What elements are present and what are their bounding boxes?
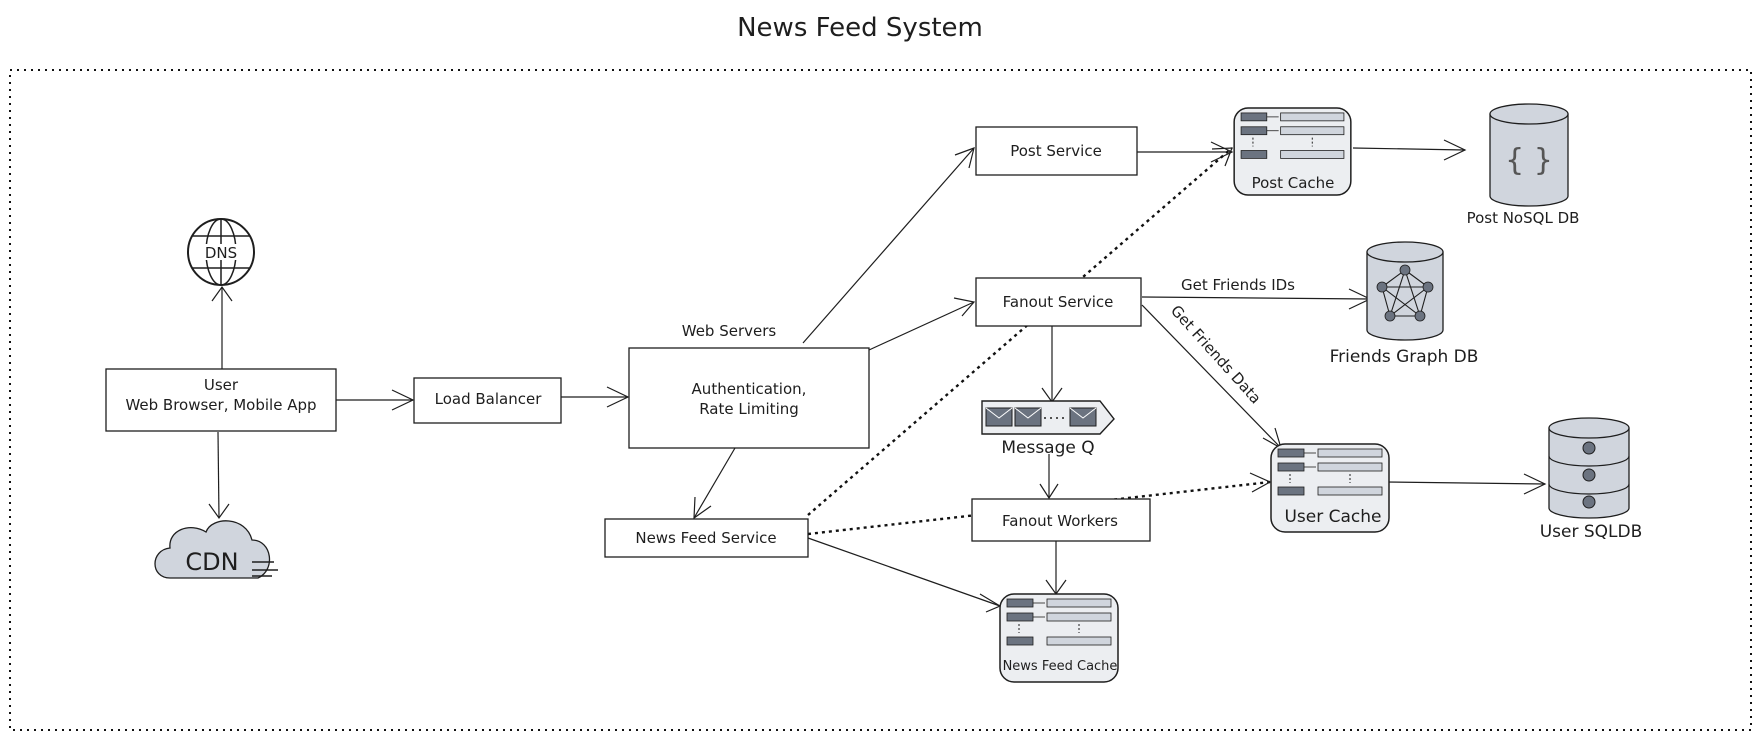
fanout-service: Fanout Service <box>975 277 1142 327</box>
post-cache-label: Post Cache <box>1252 174 1335 192</box>
dns-globe: DNS <box>187 218 255 286</box>
envelope-icon <box>985 407 1097 427</box>
fanout-workers-label: Fanout Workers <box>1002 512 1118 530</box>
get-friends-data-label: Get Friends Data <box>1167 302 1265 408</box>
fanout-service-label: Fanout Service <box>1003 293 1114 311</box>
message-queue: Message Q <box>981 400 1115 458</box>
post-cache: Post Cache <box>1233 107 1352 196</box>
connectors <box>208 139 1547 613</box>
sql-database-icon <box>1548 417 1630 519</box>
web-servers-line2: Rate Limiting <box>699 400 799 418</box>
user-subtitle: Web Browser, Mobile App <box>125 396 316 414</box>
cdn: CDN <box>154 520 278 579</box>
dns-label: DNS <box>205 244 237 262</box>
fanout-workers: Fanout Workers <box>971 498 1151 542</box>
post-service: Post Service <box>975 126 1138 176</box>
user-cache: User Cache <box>1270 443 1390 533</box>
post-service-label: Post Service <box>1010 142 1102 160</box>
graph-database-icon <box>1366 241 1444 341</box>
nosql-database-icon <box>1489 103 1569 207</box>
user-title: User <box>204 376 239 394</box>
post-db-label: Post NoSQL DB <box>1467 209 1580 227</box>
load-balancer-label: Load Balancer <box>435 390 543 408</box>
web-servers: Web Servers Authentication, Rate Limitin… <box>628 322 870 449</box>
friends-graph-db-label: Friends Graph DB <box>1330 347 1479 367</box>
web-servers-line1: Authentication, <box>692 380 807 398</box>
news-feed-service-label: News Feed Service <box>635 529 776 547</box>
cloud-icon <box>154 520 271 579</box>
user-sqldb: User SQLDB <box>1540 417 1643 542</box>
web-servers-label: Web Servers <box>682 322 777 340</box>
load-balancer: Load Balancer <box>413 377 562 424</box>
user-sqldb-label: User SQLDB <box>1540 522 1643 542</box>
get-friends-ids-label: Get Friends IDs <box>1181 276 1295 294</box>
cdn-label: CDN <box>185 548 238 576</box>
user-cache-label: User Cache <box>1284 507 1381 527</box>
news-feed-service: News Feed Service <box>604 518 809 558</box>
message-q-label: Message Q <box>1001 438 1094 458</box>
post-db-glyph: { } <box>1505 143 1553 178</box>
news-feed-cache-label: News Feed Cache <box>1003 659 1118 674</box>
diagram-title: News Feed System <box>737 13 983 43</box>
news-feed-cache: News Feed Cache <box>999 593 1119 683</box>
friends-graph-db: Friends Graph DB <box>1330 241 1479 367</box>
user-client: User Web Browser, Mobile App <box>105 368 337 432</box>
post-nosql-db: { } Post NoSQL DB <box>1467 103 1580 227</box>
